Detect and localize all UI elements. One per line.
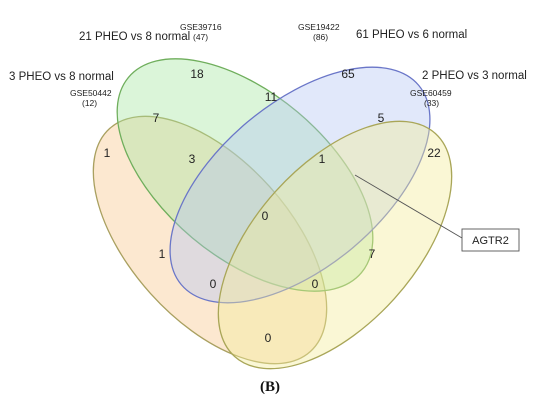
- set-gse-c: GSE19422: [298, 22, 340, 32]
- panel-label: (B): [260, 379, 280, 395]
- count-d-only: 22: [427, 146, 441, 160]
- ellipse-gse19422: [169, 66, 431, 304]
- count-bc: 11: [265, 90, 278, 104]
- count-acd: 0: [312, 277, 319, 291]
- ellipse-gse50442: [92, 115, 328, 365]
- count-a-only: 1: [104, 146, 111, 160]
- count-abcd: 0: [262, 209, 269, 223]
- set-size-a: (12): [82, 98, 97, 108]
- set-ellipses: [92, 58, 453, 370]
- callout-box: [461, 228, 520, 252]
- set-label-d: 2 PHEO vs 3 normal: [422, 70, 527, 82]
- set-gse-b: GSE39716: [180, 22, 222, 32]
- set-label-a: 3 PHEO vs 8 normal: [9, 71, 114, 83]
- set-label-c: 61 PHEO vs 6 normal: [356, 29, 467, 41]
- callout: AGTR2: [354, 174, 520, 252]
- set-gse-d: GSE60459: [410, 88, 452, 98]
- count-c-only: 65: [341, 67, 355, 81]
- set-gse-a: GSE50442: [70, 88, 112, 98]
- set-size-d: (33): [424, 98, 439, 108]
- count-b-only: 18: [190, 67, 204, 81]
- count-ac: 1: [159, 247, 166, 261]
- count-cd: 5: [378, 111, 385, 125]
- set-label-b: 21 PHEO vs 8 normal: [79, 31, 190, 43]
- ellipse-gse60459: [217, 120, 453, 370]
- count-ab: 7: [153, 111, 160, 125]
- count-abd: 0: [210, 277, 217, 291]
- set-size-b: (47): [193, 32, 208, 42]
- set-size-c: (86): [313, 32, 328, 42]
- count-abc: 3: [189, 152, 196, 166]
- set-labels: 3 PHEO vs 8 normal GSE50442 (12) 21 PHEO…: [9, 22, 527, 108]
- callout-leader-line: [354, 174, 463, 239]
- ellipse-gse39716: [116, 58, 374, 292]
- count-ad: 0: [265, 331, 272, 345]
- count-bcd: 1: [319, 152, 326, 166]
- count-bd: 7: [369, 247, 376, 261]
- region-counts: 1 18 65 22 7 11 5 3 1 0 1 0 0 7 0: [104, 67, 441, 345]
- callout-label: AGTR2: [472, 235, 509, 247]
